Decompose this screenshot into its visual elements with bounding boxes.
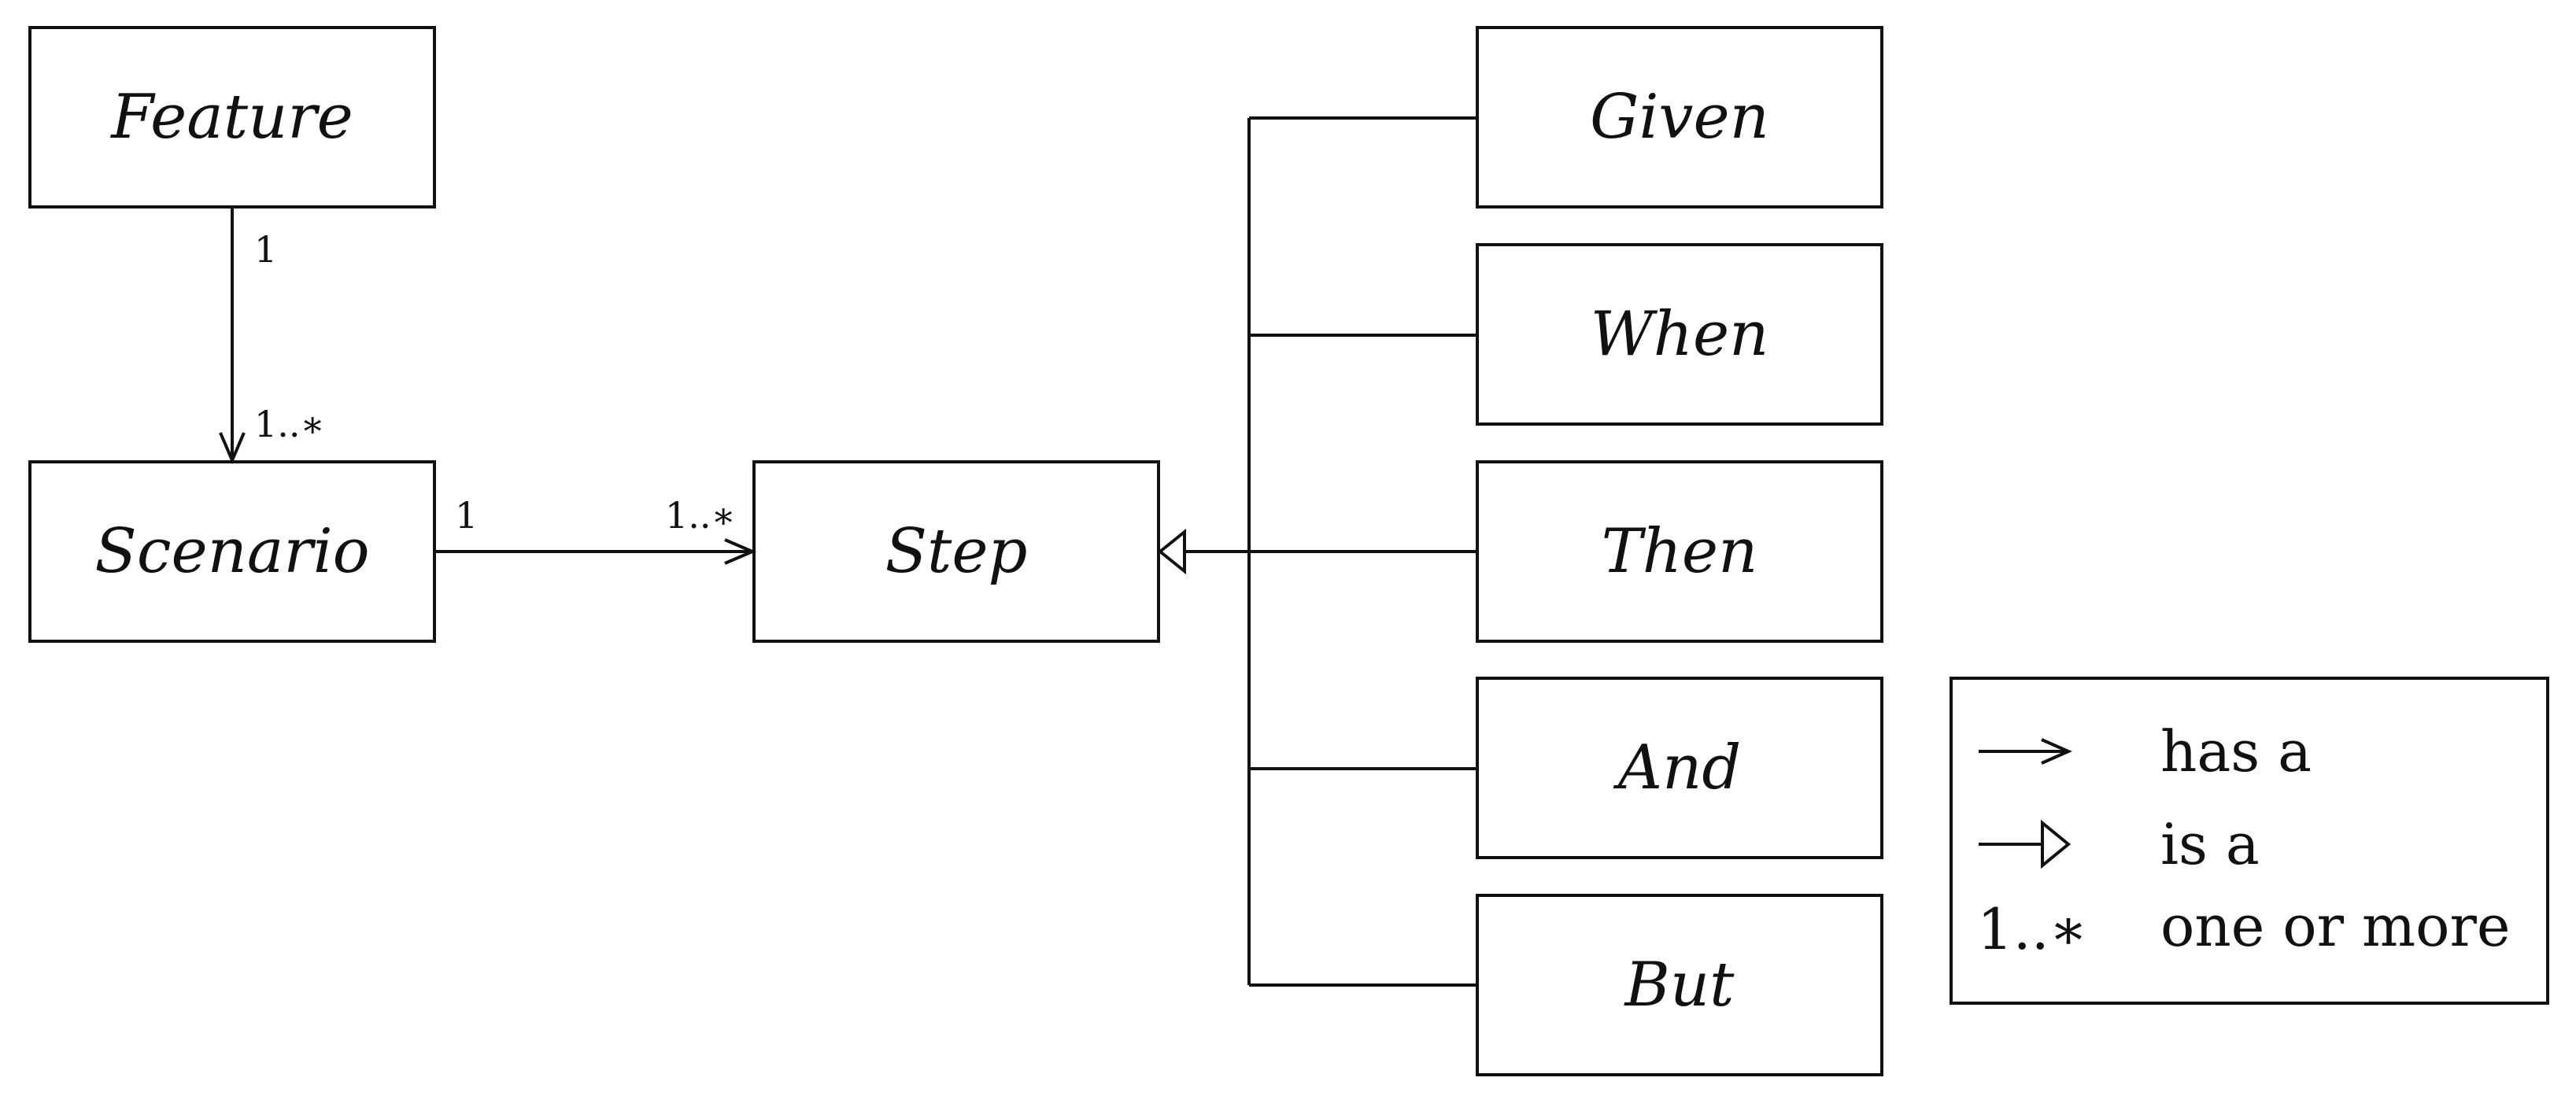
class-when: When [1476,243,1883,426]
multiplicity-step-from-scenario: 1..∗ [665,494,736,537]
legend: has a is a 1..∗ one or more [1950,677,2549,1005]
generalization-arrowhead [1157,528,1186,575]
class-scenario: Scenario [28,460,436,643]
class-then: Then [1476,460,1883,643]
multiplicity-feature-end: 1 [254,228,277,271]
legend-has-a-label: has a [2160,718,2312,784]
legend-is-a-arrow [1979,819,2072,869]
class-feature: Feature [28,26,436,208]
multiplicity-scenario-end: 1 [455,494,478,537]
generalization-tree [1157,116,1477,987]
association-feature-scenario [219,207,246,465]
class-when-label: When [1591,299,1769,370]
legend-is-a-label: is a [2160,811,2260,877]
class-feature-label: Feature [109,82,353,153]
class-given-label: Given [1590,82,1769,153]
class-step-label: Step [885,516,1028,587]
class-given: Given [1476,26,1883,208]
class-and: And [1476,677,1883,859]
class-then-label: Then [1602,516,1758,587]
class-but: But [1476,894,1883,1076]
class-step: Step [752,460,1160,643]
class-and-label: And [1613,733,1742,803]
legend-multiplicity-symbol: 1..∗ [1977,896,2088,962]
association-scenario-step [434,538,757,565]
multiplicity-scenario-from-feature: 1..∗ [254,403,325,445]
class-scenario-label: Scenario [94,516,369,587]
legend-one-or-more-label: one or more [2160,893,2511,959]
legend-has-a-arrow [1979,738,2072,765]
class-but-label: But [1624,950,1735,1020]
